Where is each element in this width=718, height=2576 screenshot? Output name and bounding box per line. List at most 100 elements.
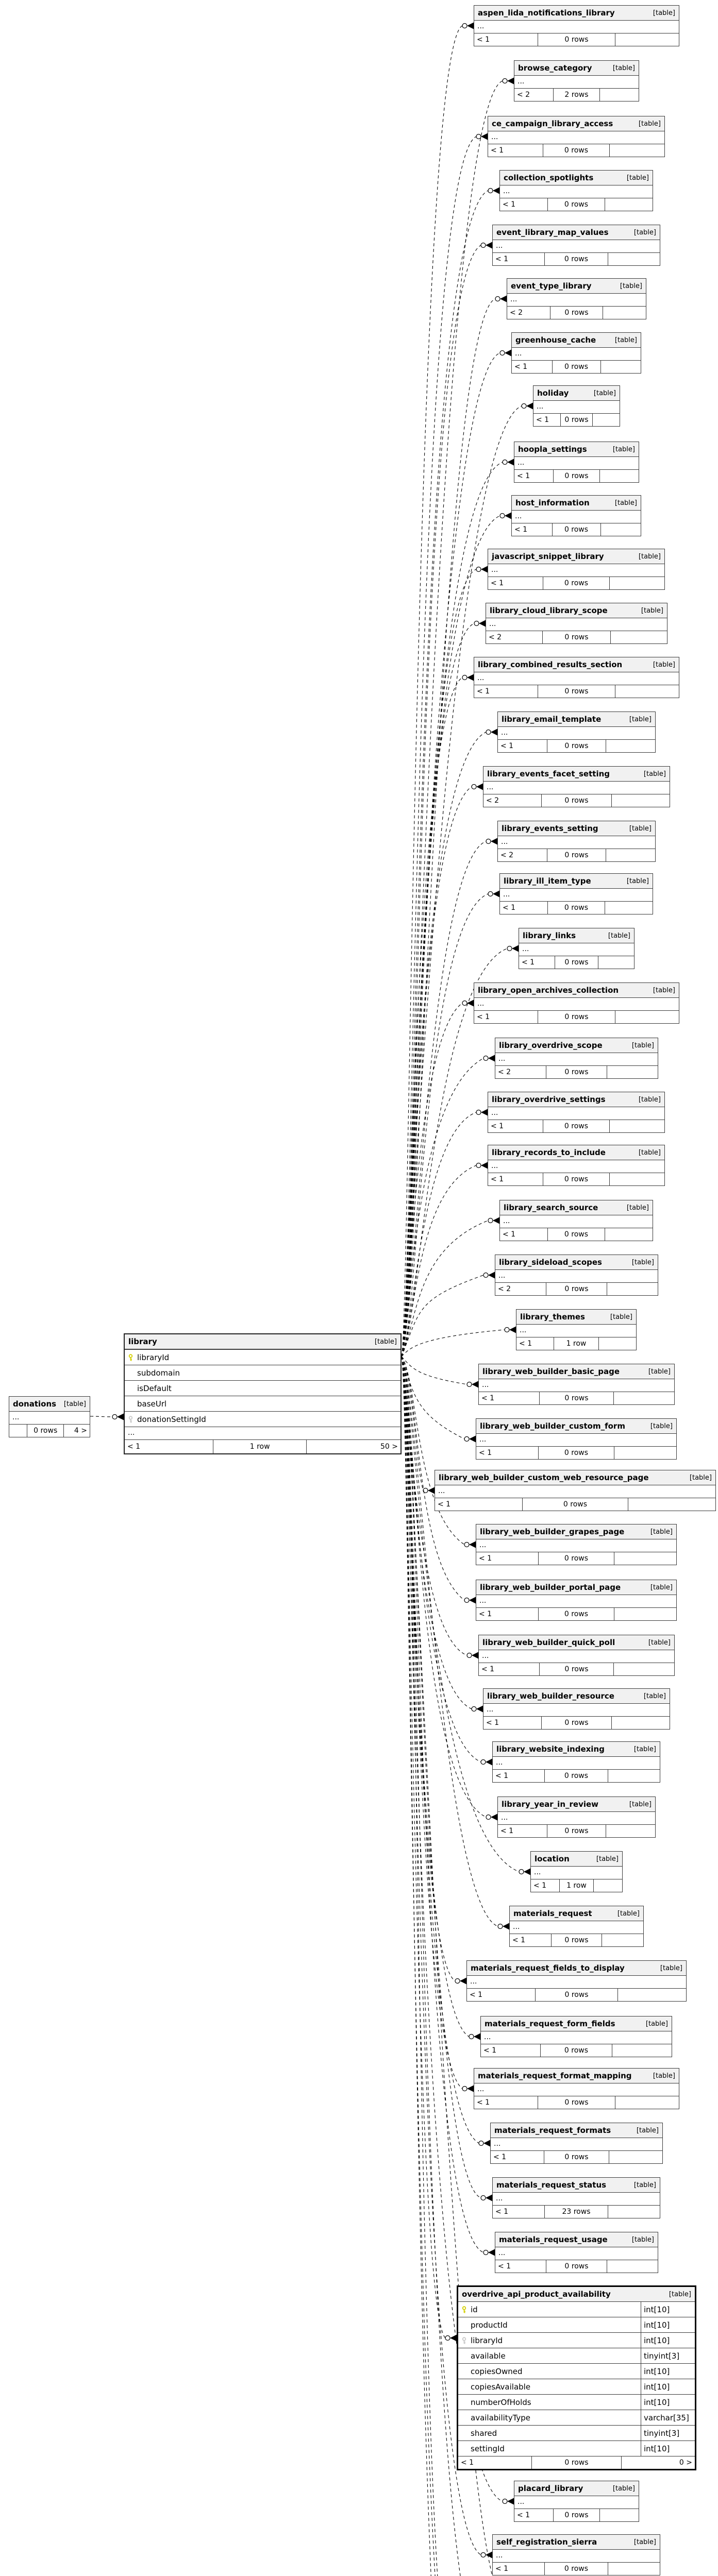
- footer-degree: < 1: [493, 2153, 507, 2161]
- table-header: materials_request_fields_to_display [tab…: [467, 1961, 686, 1976]
- dots-row: ...: [479, 1379, 674, 1392]
- footer-rows: 0 rows: [543, 1120, 610, 1132]
- table-browse_category[interactable]: browse_category [table] ... < 2 2 rows: [514, 60, 639, 101]
- table-materials_request_fields_to_display[interactable]: materials_request_fields_to_display [tab…: [466, 1960, 687, 2002]
- table-library_overdrive_scope[interactable]: library_overdrive_scope [table] ... < 2 …: [495, 1038, 658, 1079]
- table-library_email_template[interactable]: library_email_template [table] ... < 1 0…: [497, 711, 656, 753]
- dots-row: ...: [498, 836, 655, 849]
- footer-rows: 0 rows: [535, 1989, 619, 2001]
- footer-rows: 0 rows: [538, 33, 615, 46]
- dots-row: ...: [435, 1485, 715, 1498]
- table-header: donations [table]: [9, 1397, 90, 1412]
- table-location[interactable]: location [table] ... < 1 1 row: [530, 1851, 623, 1892]
- table-collection_spotlights[interactable]: collection_spotlights [table] ... < 1 0 …: [499, 170, 653, 211]
- table-library_web_builder_portal_page[interactable]: library_web_builder_portal_page [table] …: [476, 1580, 677, 1621]
- table-library_links[interactable]: library_links [table] ... < 1 0 rows: [519, 928, 634, 969]
- table-ce_campaign_library_access[interactable]: ce_campaign_library_access [table] ... <…: [488, 116, 665, 157]
- footer-rows: 0 rows: [544, 2151, 609, 2163]
- footer-rows: 0 rows: [547, 902, 606, 914]
- table-donations[interactable]: donations [table] ... 0 rows 4 >: [9, 1396, 90, 1437]
- table-materials_request[interactable]: materials_request [table] ... < 1 0 rows: [509, 1906, 644, 1947]
- table-name: library_overdrive_scope: [499, 1041, 603, 1050]
- table-tag: [table]: [63, 1400, 86, 1408]
- table-library_search_source[interactable]: library_search_source [table] ... < 1 0 …: [499, 1200, 653, 1241]
- table-footer: < 1 0 rows: [476, 1608, 676, 1620]
- dots-row: ...: [9, 1412, 90, 1425]
- column-row: libraryId: [125, 1350, 400, 1365]
- table-holiday[interactable]: holiday [table] ... < 1 0 rows: [533, 385, 620, 427]
- table-library_website_indexing[interactable]: library_website_indexing [table] ... < 1…: [492, 1741, 660, 1783]
- table-library_combined_results_section[interactable]: library_combined_results_section [table]…: [474, 657, 679, 698]
- table-footer: < 1 0 rows: [493, 253, 660, 265]
- dots-row: ...: [474, 998, 679, 1011]
- column-name: id: [471, 2304, 478, 2314]
- table-name: library_web_builder_grapes_page: [480, 1527, 625, 1536]
- table-name: aspen_lida_notifications_library: [478, 8, 615, 18]
- table-name: library: [128, 1337, 157, 1346]
- table-name: event_type_library: [511, 281, 592, 291]
- table-footer: < 1 0 rows: [488, 144, 664, 157]
- table-overdrive_api_product_availability[interactable]: overdrive_api_product_availability [tabl…: [457, 2285, 696, 2470]
- table-placard_library[interactable]: placard_library [table] ... < 1 0 rows: [514, 2481, 639, 2522]
- footer-degree: < 1: [483, 2046, 497, 2055]
- footer-rows: 0 rows: [544, 2563, 608, 2575]
- table-host_information[interactable]: host_information [table] ... < 1 0 rows: [511, 495, 641, 536]
- footer-rows: 23 rows: [544, 2206, 608, 2218]
- table-materials_request_usage[interactable]: materials_request_usage [table] ... < 1 …: [495, 2232, 658, 2273]
- dots-row: ...: [491, 2138, 662, 2151]
- table-tag: [table]: [614, 499, 637, 507]
- footer-degree: < 1: [470, 1991, 483, 1999]
- table-tag: [table]: [610, 1313, 632, 1321]
- dots-row: ...: [474, 21, 679, 33]
- footer-rows: 0 rows: [531, 2456, 622, 2469]
- table-name: library_open_archives_collection: [478, 986, 619, 995]
- table-materials_request_formats[interactable]: materials_request_formats [table] ... < …: [490, 2123, 663, 2164]
- table-header: hoopla_settings [table]: [514, 442, 639, 457]
- table-header: materials_request_usage [table]: [495, 2232, 658, 2247]
- table-library_themes[interactable]: library_themes [table] ... < 1 1 row: [516, 1309, 637, 1350]
- footer-rows: 1 row: [553, 1337, 599, 1350]
- table-name: library_web_builder_custom_web_resource_…: [439, 1473, 649, 1482]
- table-library_records_to_include[interactable]: library_records_to_include [table] ... <…: [488, 1145, 665, 1186]
- dots-row: ...: [514, 2496, 639, 2509]
- table-library[interactable]: library [table] libraryId subdomain isDe…: [124, 1333, 402, 1454]
- table-library_web_builder_grapes_page[interactable]: library_web_builder_grapes_page [table] …: [476, 1524, 677, 1565]
- table-library_overdrive_settings[interactable]: library_overdrive_settings [table] ... <…: [488, 1092, 665, 1133]
- table-library_events_facet_setting[interactable]: library_events_facet_setting [table] ...…: [483, 766, 670, 807]
- table-library_web_builder_basic_page[interactable]: library_web_builder_basic_page [table] .…: [478, 1364, 675, 1405]
- table-library_ill_item_type[interactable]: library_ill_item_type [table] ... < 1 0 …: [499, 873, 653, 914]
- table-library_cloud_library_scope[interactable]: library_cloud_library_scope [table] ... …: [486, 603, 667, 644]
- table-library_web_builder_custom_web_resource_page[interactable]: library_web_builder_custom_web_resource_…: [435, 1470, 716, 1511]
- table-greenhouse_cache[interactable]: greenhouse_cache [table] ... < 1 0 rows: [511, 332, 641, 374]
- table-library_year_in_review[interactable]: library_year_in_review [table] ... < 1 0…: [497, 1797, 656, 1838]
- footer-degree: < 1: [479, 1449, 492, 1457]
- table-library_events_setting[interactable]: library_events_setting [table] ... < 2 0…: [497, 821, 656, 862]
- table-materials_request_form_fields[interactable]: materials_request_form_fields [table] ..…: [480, 2016, 672, 2057]
- table-tag: [table]: [629, 1800, 652, 1808]
- table-self_registration_sierra[interactable]: self_registration_sierra [table] ... < 1…: [492, 2534, 660, 2575]
- column-type: int[10]: [641, 2379, 695, 2394]
- table-footer: < 1 0 rows: [500, 198, 653, 211]
- table-javascript_snippet_library[interactable]: javascript_snippet_library [table] ... <…: [488, 549, 665, 590]
- table-materials_request_status[interactable]: materials_request_status [table] ... < 1…: [492, 2177, 660, 2218]
- dots-row: ...: [488, 131, 664, 144]
- table-library_sideload_scopes[interactable]: library_sideload_scopes [table] ... < 2 …: [495, 1255, 658, 1296]
- table-library_web_builder_custom_form[interactable]: library_web_builder_custom_form [table] …: [476, 1418, 677, 1460]
- column-name: libraryId: [471, 2335, 503, 2345]
- table-aspen_lida_notifications_library[interactable]: aspen_lida_notifications_library [table]…: [474, 5, 679, 46]
- dots-row: ...: [476, 1434, 676, 1447]
- table-library_web_builder_resource[interactable]: library_web_builder_resource [table] ...…: [483, 1688, 670, 1730]
- table-hoopla_settings[interactable]: hoopla_settings [table] ... < 1 0 rows: [514, 442, 639, 483]
- table-event_library_map_values[interactable]: event_library_map_values [table] ... < 1…: [492, 225, 660, 266]
- dots-row: ...: [498, 1812, 655, 1825]
- table-name: materials_request_usage: [499, 2235, 608, 2244]
- table-library_open_archives_collection[interactable]: library_open_archives_collection [table]…: [474, 982, 679, 1024]
- table-library_web_builder_quick_poll[interactable]: library_web_builder_quick_poll [table] .…: [478, 1635, 675, 1676]
- footer-rows: 0 rows: [539, 1663, 614, 1675]
- table-footer: 0 rows 4 >: [9, 1425, 90, 1437]
- table-event_type_library[interactable]: event_type_library [table] ... < 2 0 row…: [507, 278, 646, 319]
- table-materials_request_format_mapping[interactable]: materials_request_format_mapping [table]…: [474, 2068, 679, 2109]
